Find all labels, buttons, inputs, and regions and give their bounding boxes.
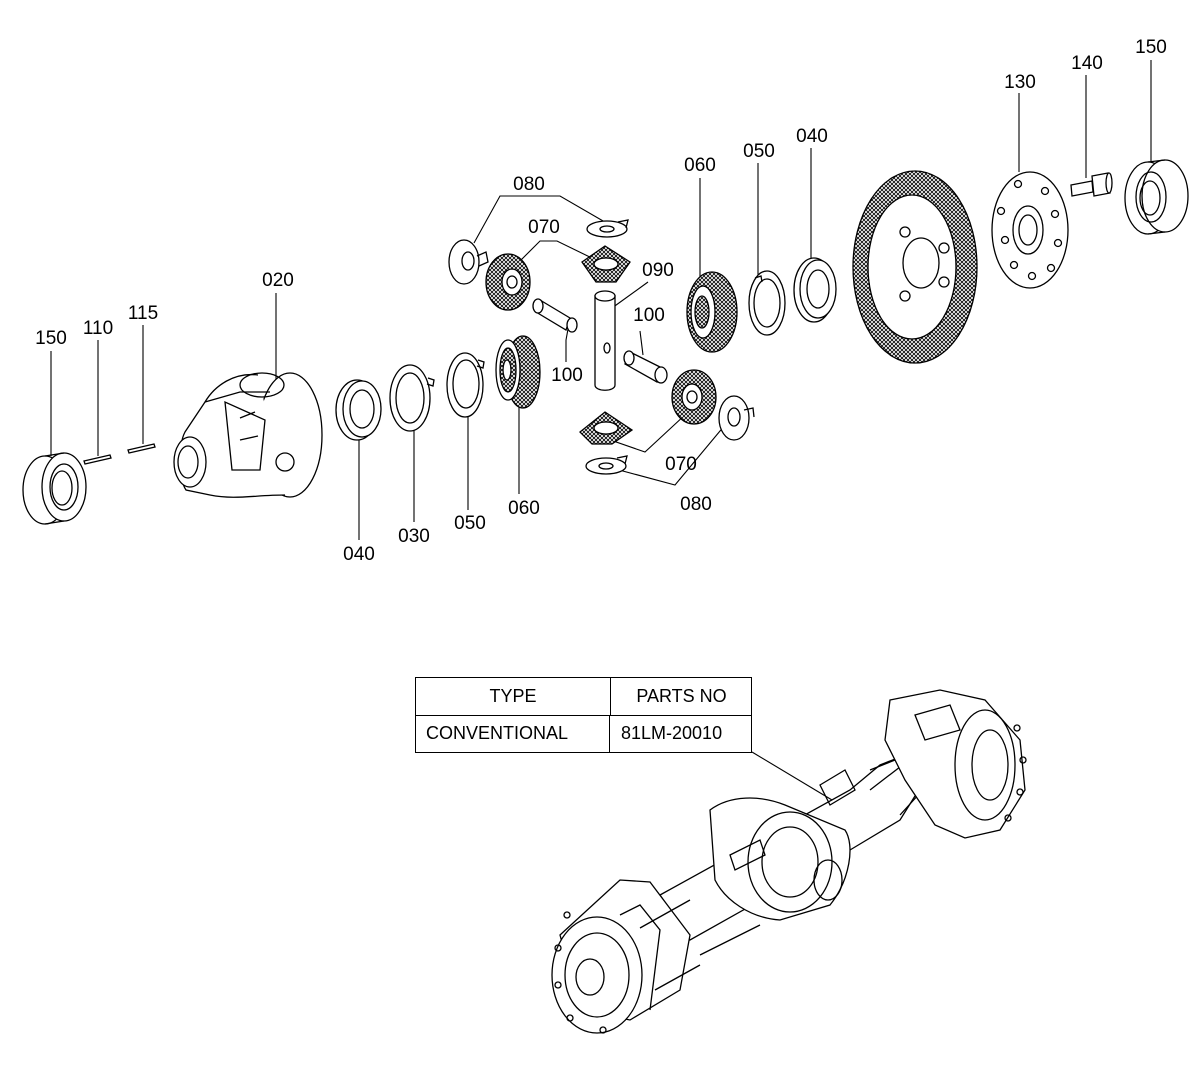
callout-070-upper: 070 (528, 217, 560, 238)
parts-table-type-cell: CONVENTIONAL (416, 715, 610, 752)
differential-case-020 (173, 372, 323, 498)
callout-150-left: 150 (35, 328, 67, 349)
callout-100-upper: 100 (633, 305, 665, 326)
washer-080-upper-left (448, 239, 489, 285)
bolt-140 (1070, 172, 1113, 197)
shim-050-left (446, 352, 485, 418)
parts-table-header-parts-no: PARTS NO (636, 686, 727, 706)
pin-100-upper (532, 298, 578, 333)
washer-080-upper-right (586, 219, 629, 238)
callout-030: 030 (398, 526, 430, 547)
callout-130: 130 (1004, 72, 1036, 93)
callout-020: 020 (262, 270, 294, 291)
callout-060-right: 060 (684, 155, 716, 176)
callout-100-lower: 100 (551, 365, 583, 386)
table-row: CONVENTIONAL 81LM-20010 (416, 715, 751, 752)
pin-100-lower (623, 350, 668, 384)
thrust-washer-040-left (335, 379, 382, 441)
bearing-150-left (22, 452, 87, 525)
pinion-070-lower-cone (579, 411, 634, 445)
callout-080-upper: 080 (513, 174, 545, 195)
callout-070-lower: 070 (665, 454, 697, 475)
callout-115: 115 (128, 303, 158, 324)
pin-115 (127, 443, 156, 454)
callout-labels: 150 110 115 020 040 030 050 060 080 070 … (35, 37, 1167, 565)
pinion-070-lower (671, 369, 717, 425)
cross-shaft-090 (594, 290, 616, 391)
parts-table: TYPE PARTS NO CONVENTIONAL 81LM-20010 (415, 677, 752, 753)
callout-040-right: 040 (796, 126, 828, 147)
callout-110: 110 (83, 318, 113, 339)
axle-assembly-illustration (551, 689, 1027, 1034)
callout-080-lower: 080 (680, 494, 712, 515)
callout-090: 090 (642, 260, 674, 281)
parts-table-parts-no-cell: 81LM-20010 (621, 723, 723, 743)
ring-gear (852, 170, 978, 364)
bearing-150-right (1124, 159, 1189, 235)
shim-050-right (748, 270, 786, 336)
flange-130 (991, 171, 1069, 289)
thrust-washer-040-right (793, 257, 837, 323)
pinion-070-upper-cone (581, 245, 631, 283)
pin-110 (83, 454, 112, 465)
callout-050-left: 050 (454, 513, 486, 534)
parts-table-header-row: TYPE PARTS NO (416, 678, 751, 716)
washer-080-lower-right (718, 395, 755, 441)
callout-140: 140 (1071, 53, 1103, 74)
side-gear-060-left (495, 335, 541, 409)
plate-030 (389, 364, 435, 432)
pinion-070-upper-left (485, 253, 531, 311)
callout-060-left: 060 (508, 498, 540, 519)
washer-080-lower-left (585, 455, 628, 475)
parts-table-header-type: TYPE (416, 678, 611, 715)
side-gear-060-right (686, 271, 738, 353)
callout-040-left: 040 (343, 544, 375, 565)
callout-150-right: 150 (1135, 37, 1167, 58)
callout-050-right: 050 (743, 141, 775, 162)
